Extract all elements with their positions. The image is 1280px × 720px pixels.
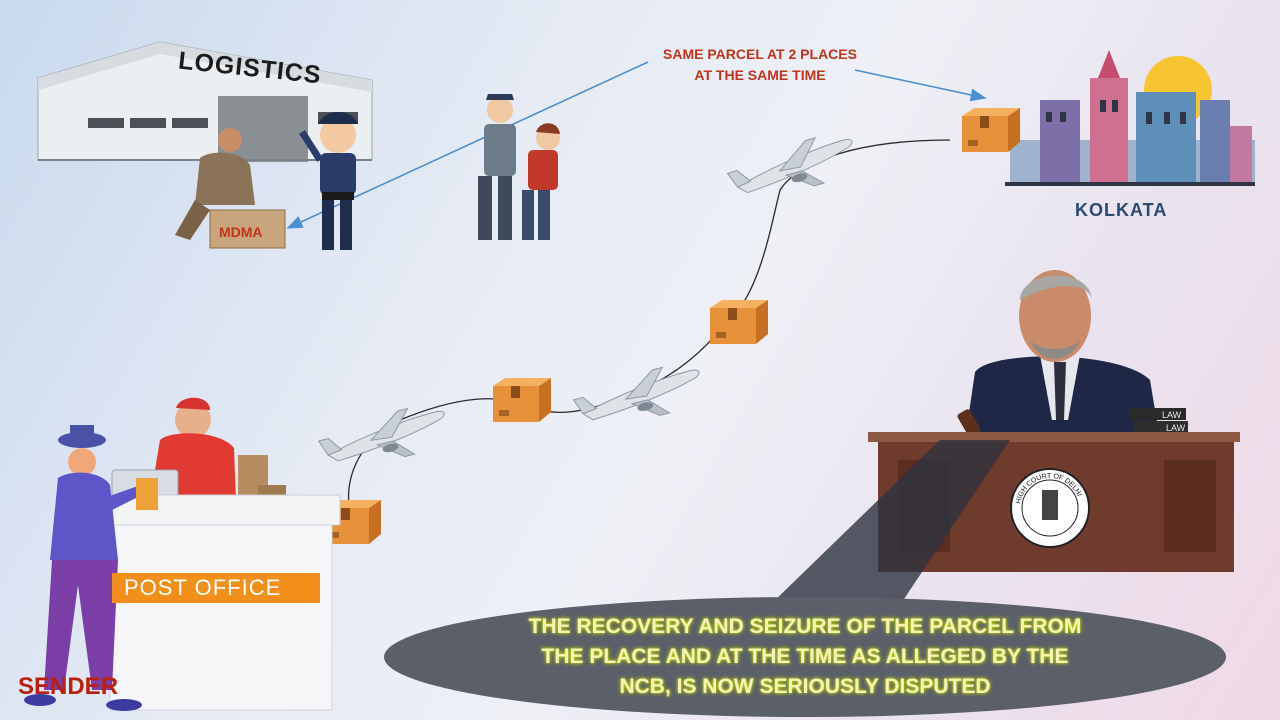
parcel-box-icon	[493, 378, 551, 422]
sender-label: SENDER	[18, 673, 119, 700]
parcel-label: MDMA	[219, 224, 263, 240]
police-officer-icon	[299, 112, 358, 250]
arrest-scene-icon	[478, 94, 560, 240]
airplane-icon	[315, 399, 453, 477]
airplane-icon	[724, 127, 862, 209]
law-books-icon: LAW LAW	[1130, 408, 1188, 433]
arrow-to-kolkata	[854, 69, 987, 102]
sender-person-icon	[24, 425, 158, 711]
caption-line-1: THE RECOVERY AND SEIZURE OF THE PARCEL F…	[528, 615, 1082, 638]
city-label: KOLKATA	[1075, 200, 1168, 220]
caption-text: THE RECOVERY AND SEIZURE OF THE PARCEL F…	[490, 612, 1120, 702]
city-skyline-icon	[1005, 50, 1255, 186]
caption-line-3: NCB, IS NOW SERIOUSLY DISPUTED	[619, 675, 991, 698]
flight-path	[347, 139, 951, 521]
disputed-parcel-note: SAME PARCEL AT 2 PLACES AT THE SAME TIME	[640, 44, 880, 86]
gavel-icon	[957, 409, 981, 437]
warehouse-worker-icon	[175, 128, 286, 249]
caption-line-2: THE PLACE AND AT THE TIME AS ALLEGED BY …	[541, 645, 1069, 668]
post-office-sign: POST OFFICE	[112, 573, 320, 603]
svg-text:LAW: LAW	[1162, 410, 1182, 420]
note-line-2: AT THE SAME TIME	[694, 67, 826, 83]
judge-icon	[965, 270, 1160, 440]
spotlight-beam	[770, 440, 1010, 605]
airplane-icon	[570, 358, 708, 436]
parcel-box-icon	[710, 300, 768, 344]
svg-text:LAW: LAW	[1166, 423, 1186, 433]
note-line-1: SAME PARCEL AT 2 PLACES	[663, 46, 857, 62]
caption-bubble	[384, 597, 1226, 717]
parcel-box-icon	[962, 108, 1020, 152]
